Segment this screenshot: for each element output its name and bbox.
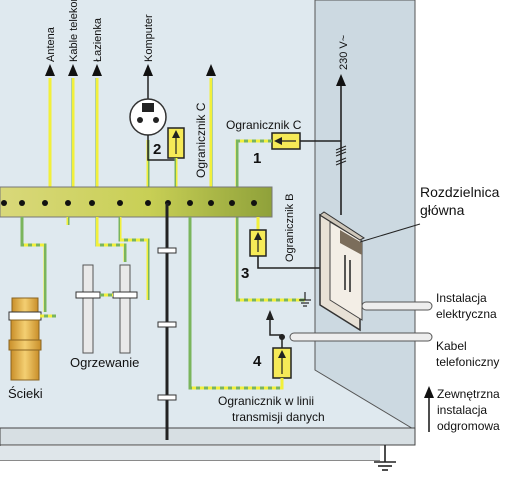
board-pointer: [359, 223, 421, 243]
label-lazienka: Łazienka: [92, 17, 104, 62]
label-rozdzielnica-2: główna: [420, 202, 465, 218]
protector-3-line: [257, 256, 330, 269]
heating-pipes: [75, 264, 138, 354]
ground-symbol-icon: [299, 292, 311, 307]
label-rozdzielnica-1: Rozdzielnica: [420, 184, 500, 200]
surge-protector-icon: [249, 229, 267, 257]
number-1: 1: [253, 150, 261, 167]
electrical-cables: [289, 301, 433, 342]
number-4: 4: [253, 353, 262, 370]
arrow-up-icon: [45, 64, 434, 398]
label-zewnetrzna-3: odgromowa: [437, 419, 500, 433]
label-zewnetrzna-2: instalacja: [437, 403, 487, 417]
surge-protector-icon: [271, 132, 301, 150]
label-zewnetrzna-1: Zewnętrzna: [437, 387, 500, 401]
protector-1-earth: [235, 139, 305, 302]
label-komputer: Komputer: [143, 14, 155, 62]
label-ogranicznik-linia-1: Ogranicznik w linii: [218, 394, 314, 408]
junction-dot: [279, 334, 285, 340]
label-ogranicznik-b: Ogranicznik B: [284, 194, 296, 262]
number-2: 2: [153, 141, 161, 158]
main-distribution-board: [319, 211, 366, 332]
label-instalacja-2: elektryczna: [436, 307, 497, 321]
lower-earth-lines: [20, 217, 150, 312]
label-ogranicznik-c-horizontal: Ogranicznik C: [226, 118, 302, 132]
number-3: 3: [241, 265, 249, 282]
label-kable-telekomun: Kable telekomun: [68, 0, 80, 62]
ground-symbol-icon: [374, 461, 396, 471]
label-ogranicznik-linia-2: transmisji danych: [232, 410, 325, 424]
surge-protector-icon: [272, 347, 292, 379]
sewage-pipe: [8, 297, 56, 381]
label-kabel-2: telefoniczny: [436, 355, 499, 369]
socket-icon: [129, 98, 167, 136]
right-wall: [314, 0, 416, 431]
down-conductor: [157, 203, 177, 440]
ground-strip: [0, 446, 380, 460]
label-voltage: 230 V~: [338, 35, 350, 70]
label-ogrzewanie: Ogrzewanie: [70, 355, 139, 370]
label-ogranicznik-c-vertical: Ogranicznik C: [194, 102, 208, 178]
arrow-up-icon: [266, 310, 274, 320]
surge-protector-icon: [167, 127, 185, 159]
label-antena: Antena: [45, 26, 57, 62]
label-kabel-1: Kabel: [436, 339, 467, 353]
label-instalacja-1: Instalacja: [436, 291, 487, 305]
label-scieki: Ścieki: [8, 386, 43, 401]
supply-hatch: [335, 145, 347, 166]
protector-4-earth: [188, 217, 284, 390]
protector-4-wiring: [269, 318, 283, 348]
floor-slab: [0, 427, 416, 446]
protector-2-wiring: [147, 135, 176, 161]
